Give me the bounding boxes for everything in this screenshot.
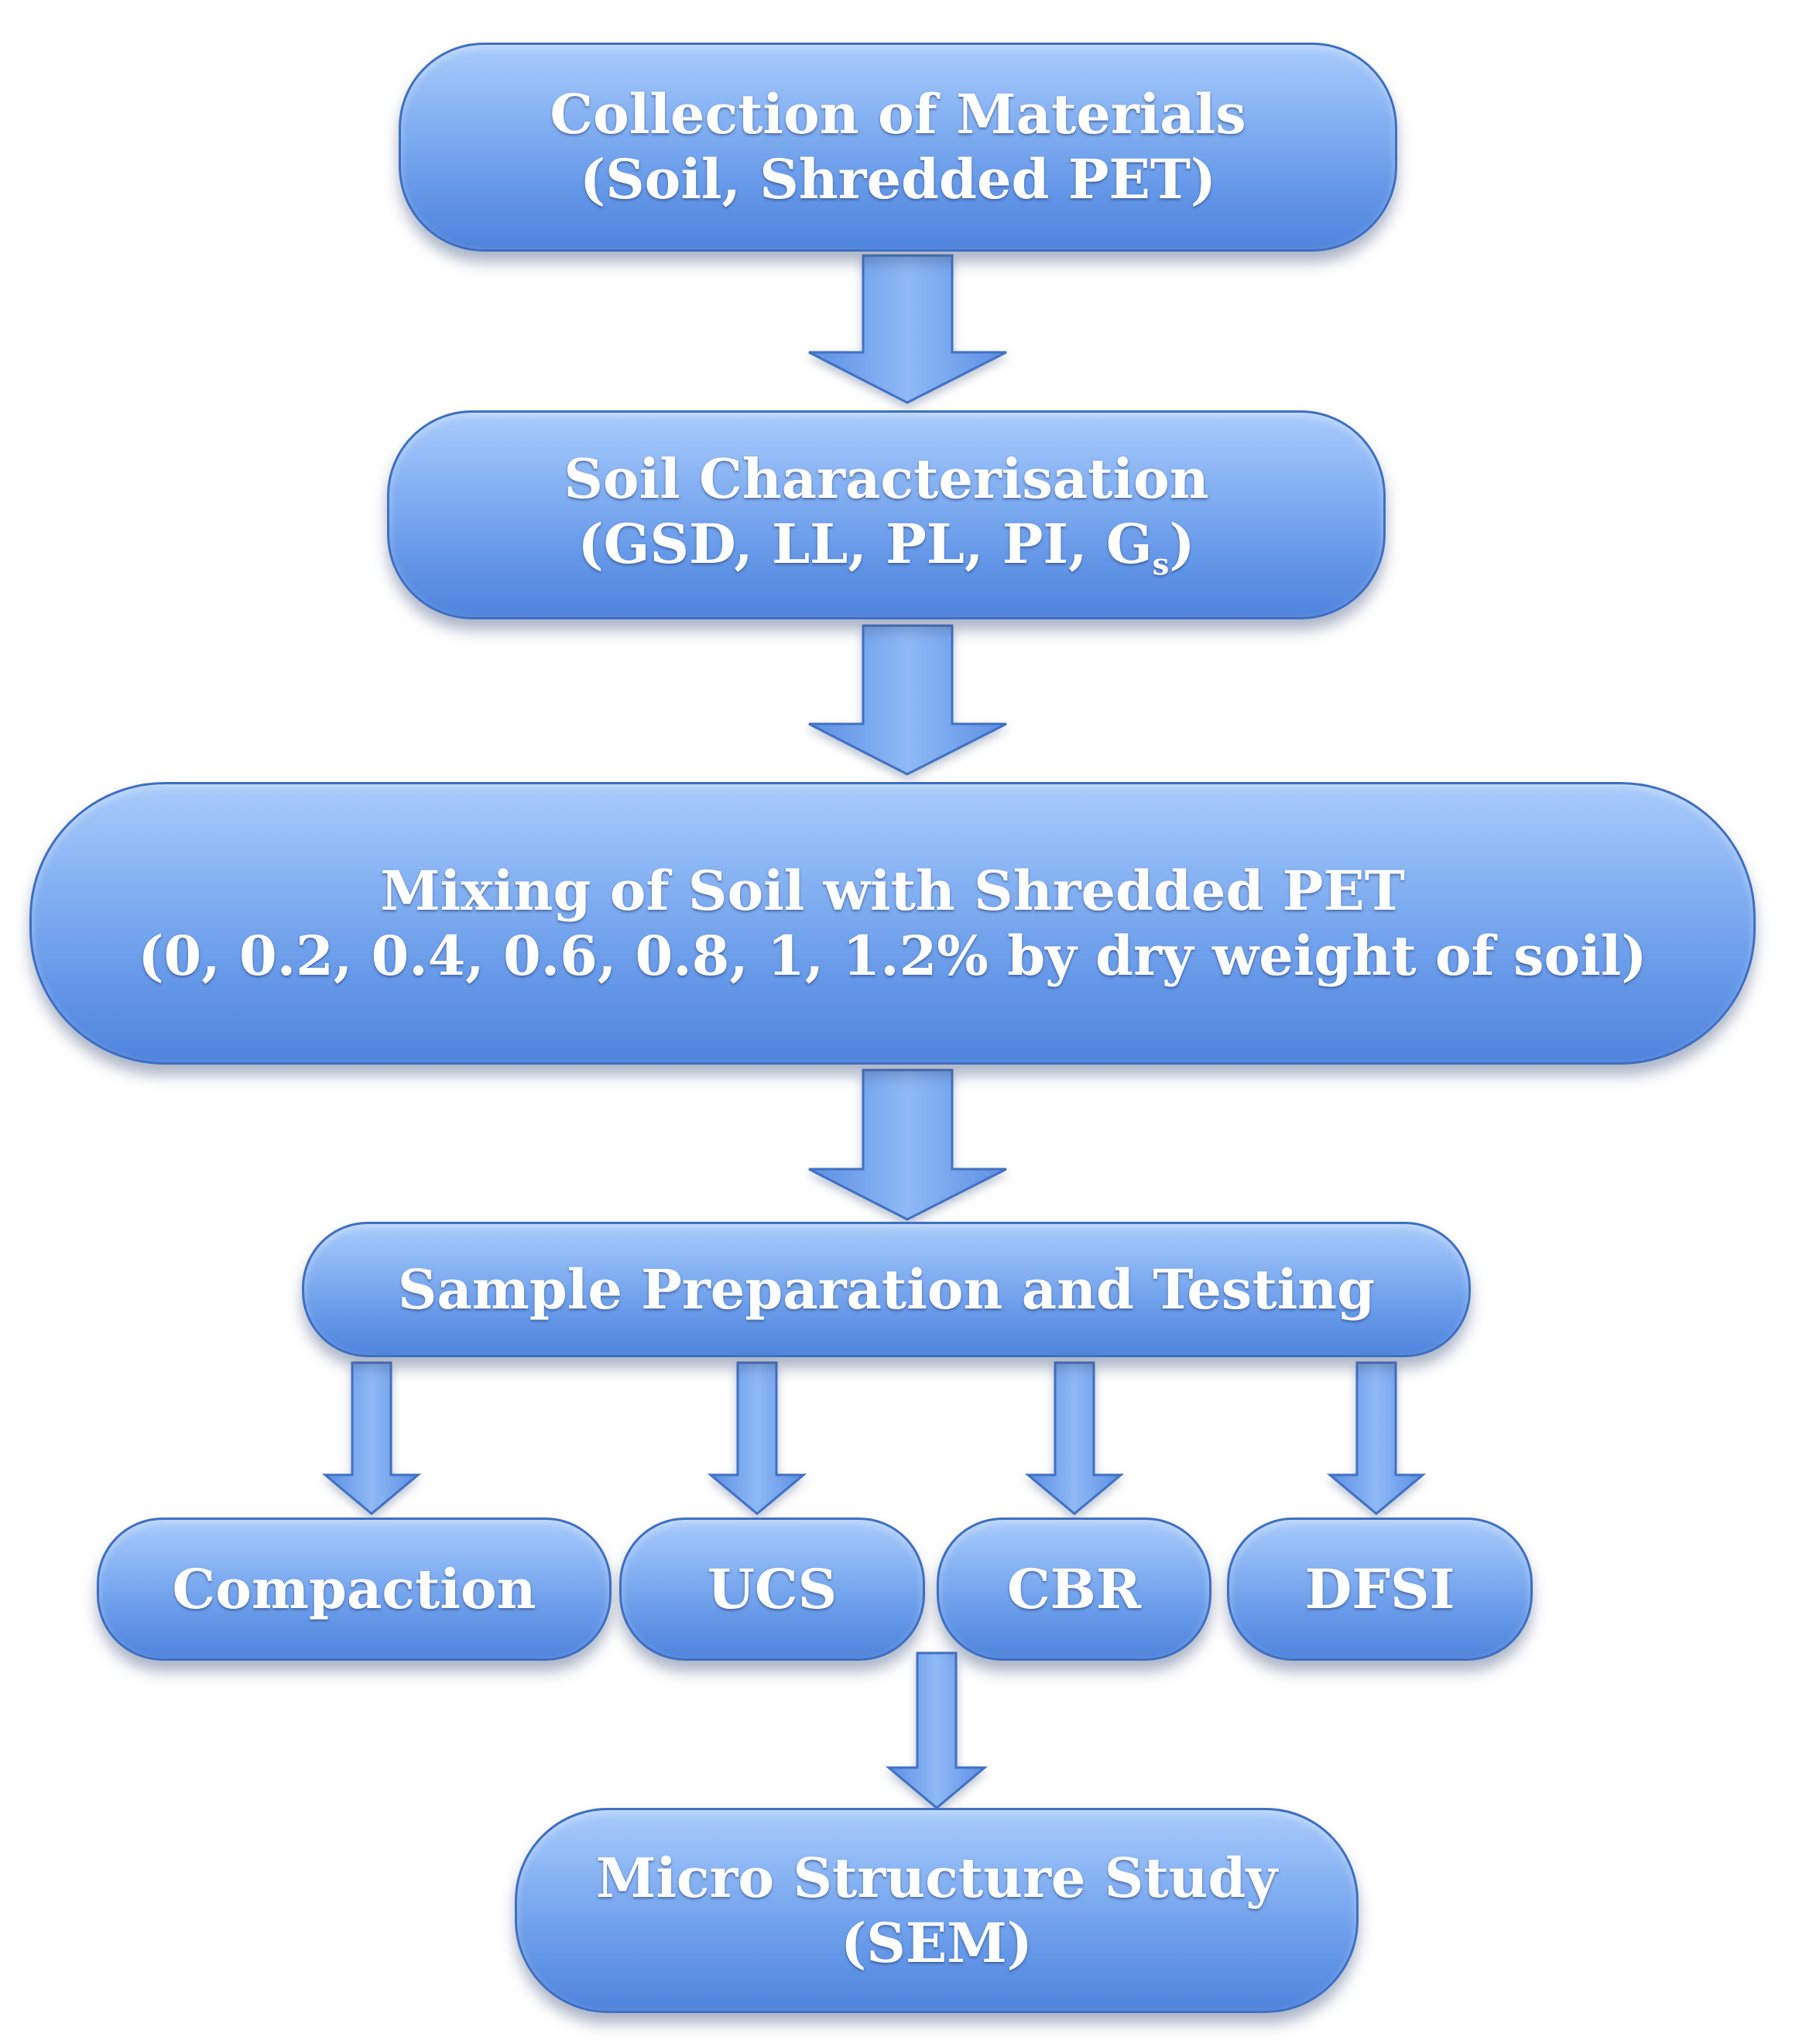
- arrow-mixing-to-sample: [808, 1068, 1007, 1221]
- node-mixing-of-soil: Mixing of Soil with Shredded PET (0, 0.2…: [29, 782, 1756, 1065]
- sample-title: Sample Preparation and Testing: [397, 1257, 1376, 1322]
- characterisation-subtitle-subscript: s: [1152, 547, 1170, 582]
- micro-title: Micro Structure Study: [595, 1845, 1278, 1910]
- cbr-label: CBR: [1006, 1556, 1142, 1621]
- ucs-label: UCS: [707, 1556, 838, 1621]
- node-compaction: Compaction: [97, 1518, 612, 1661]
- arrow-sample-to-dfsi: [1326, 1361, 1427, 1515]
- node-cbr: CBR: [937, 1518, 1211, 1661]
- dfsi-label: DFSI: [1304, 1556, 1455, 1621]
- mixing-subtitle: (0, 0.2, 0.4, 0.6, 0.8, 1, 1.2% by dry w…: [138, 923, 1647, 988]
- arrow-sample-to-cbr: [1024, 1361, 1125, 1515]
- characterisation-subtitle-close: ): [1169, 511, 1195, 576]
- compaction-label: Compaction: [172, 1556, 536, 1621]
- node-ucs: UCS: [619, 1518, 925, 1661]
- collection-subtitle: (Soil, Shredded PET): [579, 147, 1217, 211]
- characterisation-subtitle: (GSD, LL, PL, PI, Gs): [578, 512, 1195, 583]
- arrow-collection-to-characterisation: [808, 254, 1007, 404]
- arrow-characterisation-to-mixing: [808, 624, 1007, 776]
- mixing-title: Mixing of Soil with Shredded PET: [380, 858, 1405, 923]
- node-micro-structure-study: Micro Structure Study (SEM): [515, 1808, 1359, 2013]
- micro-subtitle: (SEM): [841, 1910, 1033, 1975]
- characterisation-subtitle-main: (GSD, LL, PL, PI, G: [577, 511, 1153, 576]
- arrow-sample-to-ucs: [707, 1361, 807, 1515]
- node-sample-preparation: Sample Preparation and Testing: [302, 1222, 1471, 1357]
- arrow-tests-to-micro: [885, 1651, 989, 1809]
- node-soil-characterisation: Soil Characterisation (GSD, LL, PL, PI, …: [387, 410, 1386, 619]
- arrow-sample-to-compaction: [321, 1361, 422, 1515]
- node-dfsi: DFSI: [1227, 1518, 1533, 1661]
- node-collection-of-materials: Collection of Materials (Soil, Shredded …: [399, 43, 1397, 252]
- collection-title: Collection of Materials: [550, 82, 1246, 146]
- characterisation-title: Soil Characterisation: [564, 446, 1209, 511]
